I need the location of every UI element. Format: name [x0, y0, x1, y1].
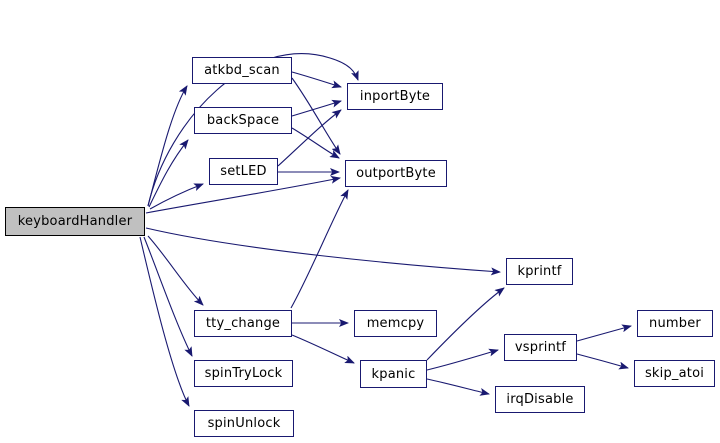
node-label: skip_atoi [644, 366, 705, 381]
edge-tty_change-to-outportByte [290, 189, 349, 309]
node-label: keyboardHandler [17, 214, 133, 229]
node-tty_change[interactable]: tty_change [194, 310, 292, 337]
edge-kpanic-to-vsprintf [426, 348, 499, 371]
node-atkbd_scan[interactable]: atkbd_scan [192, 57, 292, 84]
edge-backSpace-to-outportByte [291, 127, 340, 159]
edge-tty_change-to-kpanic [291, 334, 355, 364]
edge-setLED-to-inportByte [277, 109, 342, 167]
node-outportByte[interactable]: outportByte [345, 160, 447, 187]
node-backSpace[interactable]: backSpace [194, 107, 292, 134]
node-label: outportByte [356, 166, 436, 181]
node-label: spinUnlock [207, 416, 281, 431]
node-label: memcpy [366, 316, 425, 331]
edge-kpanic-to-irqDisable [426, 378, 490, 396]
node-label: backSpace [206, 113, 280, 128]
edge-keyboardHandler-to-tty_change [147, 235, 204, 306]
node-label: tty_change [205, 316, 281, 331]
edge-keyboardHandler-to-outportByte [145, 175, 341, 214]
edge-vsprintf-to-skip_atoi [576, 353, 629, 370]
node-label: atkbd_scan [204, 63, 280, 78]
node-keyboardHandler[interactable]: keyboardHandler [5, 207, 145, 236]
edge-atkbd_scan-to-inportByte [291, 71, 342, 89]
node-label: irqDisable [506, 392, 574, 407]
node-label: inportByte [359, 89, 431, 104]
node-inportByte[interactable]: inportByte [347, 83, 443, 110]
node-irqDisable[interactable]: irqDisable [495, 386, 585, 413]
node-vsprintf[interactable]: vsprintf [504, 334, 577, 361]
edge-keyboardHandler-to-atkbd_scan [147, 85, 188, 207]
edge-backSpace-to-inportByte [291, 99, 342, 117]
node-spinTryLock[interactable]: spinTryLock [194, 360, 293, 387]
node-label: kprintf [517, 264, 562, 279]
edge-atkbd_scan-to-outportByte [291, 77, 341, 155]
edge-keyboardHandler-to-spinTryLock [143, 236, 193, 357]
node-label: spinTryLock [204, 366, 283, 381]
edge-keyboardHandler-to-spinUnlock [139, 236, 190, 407]
edge-keyboardHandler-to-inportByte [147, 53, 359, 207]
node-label: setLED [220, 164, 267, 179]
node-label: kpanic [371, 366, 416, 382]
edge-keyboardHandler-to-backSpace [148, 139, 189, 208]
node-setLED[interactable]: setLED [209, 158, 278, 185]
node-spinUnlock[interactable]: spinUnlock [194, 410, 294, 437]
node-label: vsprintf [514, 340, 567, 355]
edge-kpanic-to-kprintf [426, 287, 505, 361]
node-skip_atoi[interactable]: skip_atoi [634, 360, 715, 387]
node-memcpy[interactable]: memcpy [354, 310, 437, 337]
edge-keyboardHandler-to-setLED [149, 183, 204, 210]
node-label: number [649, 316, 701, 331]
node-number[interactable]: number [637, 310, 713, 337]
node-kpanic[interactable]: kpanic [360, 360, 427, 388]
edge-vsprintf-to-number [576, 324, 632, 342]
node-kprintf[interactable]: kprintf [506, 258, 573, 285]
edge-keyboardHandler-to-kprintf [145, 227, 501, 276]
